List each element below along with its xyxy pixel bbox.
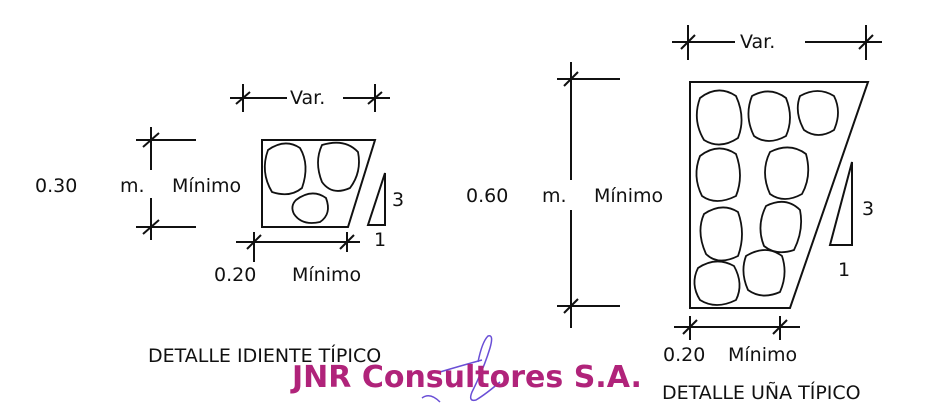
company-stamp: JNR Consultores S.A. <box>290 335 642 403</box>
diente-top-dim-label: Var. <box>290 87 325 109</box>
diente-bottom-dim-value: 0.20 <box>214 264 256 286</box>
diente-height-unit: m. <box>120 175 145 197</box>
diente-bottom-dimension: 0.20 Mínimo <box>214 232 361 286</box>
una-bottom-dimension: 0.20 Mínimo <box>663 316 800 366</box>
stamp-text: JNR Consultores S.A. <box>290 360 642 395</box>
detail-una: Var. 0.60 m. Mínimo <box>462 25 882 404</box>
diente-bottom-dim-qualifier: Mínimo <box>292 264 361 286</box>
una-height-unit: m. <box>542 185 567 207</box>
una-height-qualifier: Mínimo <box>594 185 663 207</box>
diente-height-qualifier: Mínimo <box>172 175 241 197</box>
una-bottom-dim-qualifier: Mínimo <box>728 344 797 366</box>
una-outline <box>689 81 870 309</box>
una-top-dim-label: Var. <box>740 31 775 53</box>
diente-stones <box>263 141 360 224</box>
una-stones <box>693 89 839 306</box>
una-slope-run: 1 <box>838 259 850 281</box>
diente-slope-rise: 3 <box>392 189 404 211</box>
diente-caption: DETALLE IDIENTE TÍPICO <box>148 344 381 367</box>
una-height-value: 0.60 <box>466 185 508 207</box>
diente-height-value: 0.30 <box>35 175 77 197</box>
detail-diente: Var. 0.30 m. Mínimo 3 1 <box>30 84 404 367</box>
diente-slope-indicator: 3 1 <box>366 172 404 251</box>
una-caption: DETALLE UÑA TÍPICO <box>662 381 861 404</box>
diente-outline <box>261 139 377 228</box>
diente-height-dimension: 0.30 m. Mínimo <box>30 127 262 240</box>
una-bottom-dim-value: 0.20 <box>663 344 705 366</box>
diente-slope-run: 1 <box>374 229 386 251</box>
una-top-dimension: Var. <box>672 25 882 60</box>
signature <box>469 335 501 402</box>
una-slope-indicator: 3 1 <box>828 161 874 281</box>
una-slope-rise: 3 <box>862 198 874 220</box>
una-height-dimension: 0.60 m. Mínimo <box>462 62 688 328</box>
diente-top-dimension: Var. <box>230 84 390 112</box>
